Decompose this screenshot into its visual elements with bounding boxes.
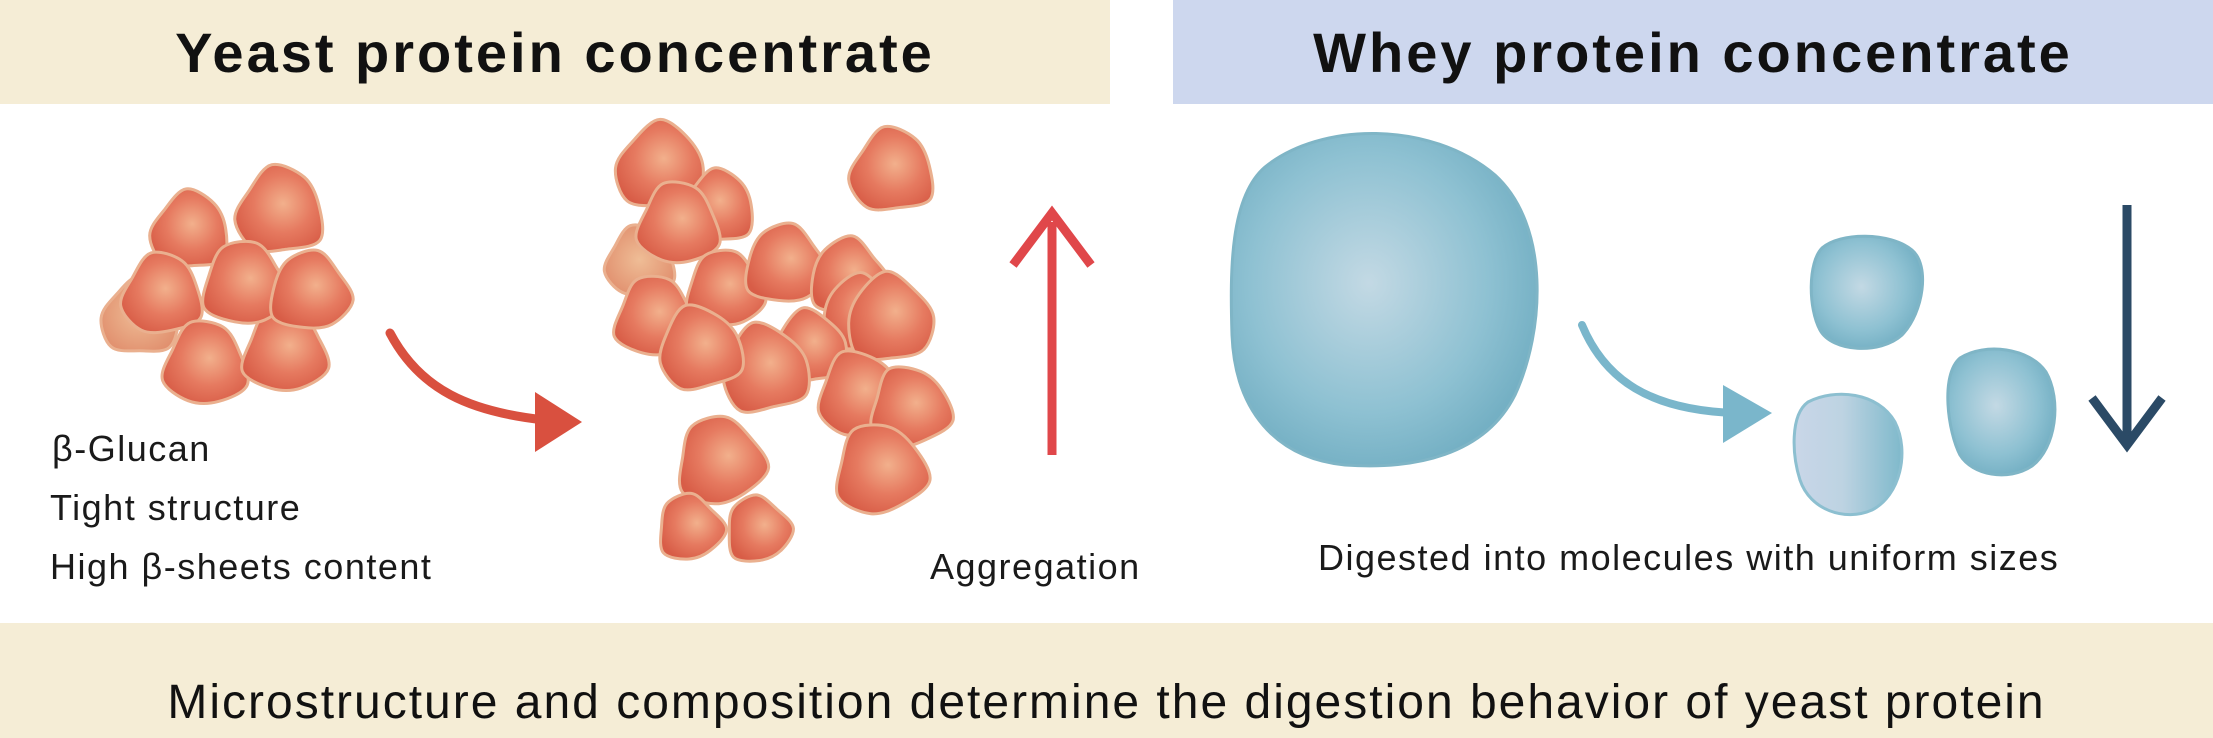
protein-particle [659,491,729,561]
blue-curved-arrow-icon [1578,321,1772,443]
protein-particle [835,423,932,516]
protein-particle [201,239,292,325]
digested-particle-1 [1809,234,1925,350]
protein-particle [269,248,355,330]
aggregation-label: Aggregation [930,546,1141,587]
protein-particle [160,319,250,405]
protein-particle [727,493,795,563]
feature-beta-sheets: High β-sheets content [50,546,433,587]
digested-particle-3 [1792,392,1904,516]
protein-particle [744,221,830,303]
digestion-illustration [99,117,2166,563]
aggregated-protein-cluster [602,117,955,563]
protein-particle [634,180,722,265]
whey-panel-title: Whey protein concentrate [1173,0,2213,104]
protein-particle [847,269,936,362]
yeast-title-text: Yeast protein concentrate [175,20,935,84]
protein-particle [847,124,935,212]
conclusion-banner: Microstructure and composition determine… [0,623,2213,738]
protein-particle [677,414,771,506]
red-curved-arrow-icon [385,328,582,452]
aggregation-up-arrow-icon [1009,205,1095,455]
protein-particle [658,303,745,392]
yeast-panel-title: Yeast protein concentrate [0,0,1110,104]
feature-beta-glucan: β-Glucan [52,428,211,469]
size-down-arrow-icon [2088,205,2166,453]
yeast-protein-cluster [99,162,355,405]
protein-particle [119,250,204,335]
conclusion-text: Microstructure and composition determine… [167,676,2046,729]
whey-protein-particle [1229,131,1539,468]
digested-particle-2 [1946,347,2057,477]
whey-result-label: Digested into molecules with uniform siz… [1318,537,2060,578]
protein-particle [233,162,325,254]
feature-tight-structure: Tight structure [50,487,302,528]
whey-title-text: Whey protein concentrate [1313,20,2073,84]
